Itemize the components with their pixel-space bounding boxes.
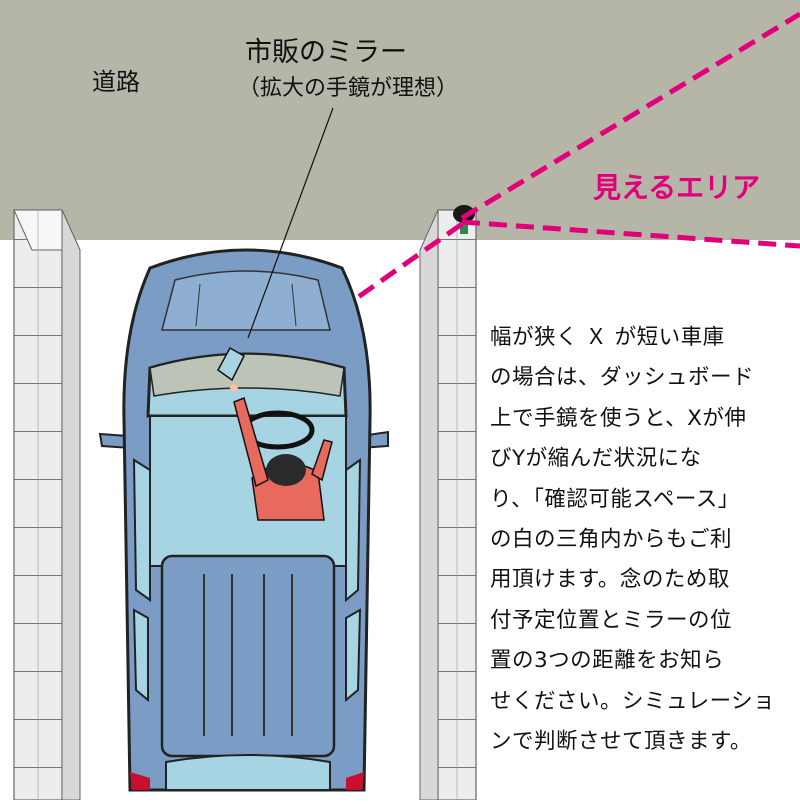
car [98, 248, 389, 792]
mirror-label: 市販のミラー [245, 37, 407, 68]
description-text: 幅が狭く Ｘ が短い車庫 の場合は、ダッシュボード 上で手鏡を使うと、Xが伸 び… [490, 318, 790, 762]
left-wall [13, 209, 81, 801]
description-line: の場合は、ダッシュボード [490, 365, 755, 391]
description-line: の白の三角内からもご利 [490, 527, 733, 553]
description-line: 幅が狭く Ｘ が短い車庫 [490, 325, 725, 350]
description-line: 用頂けます。念のため取 [490, 567, 730, 593]
hand-mirror-icon [217, 346, 245, 392]
description-line: 付予定位置とミラーの位 [490, 607, 733, 633]
mirror-sublabel: （拡大の手鏡が理想） [238, 76, 459, 101]
right-wall [419, 209, 477, 801]
visible-area-label: 見えるエリア [593, 171, 761, 204]
description-line: びYが縮んだ状況にな [490, 446, 702, 472]
description-line: り、「確認可能スペース」 [490, 486, 740, 512]
description-line: せください。シミュレーショ [490, 688, 776, 714]
road-label: 道路 [92, 68, 140, 96]
description-line: 上で手鏡を使うと、Xが伸 [490, 405, 747, 431]
road-area [0, 0, 800, 240]
mirror-leader-line [247, 107, 334, 339]
description-line: 置の3つの距離をお知ら [490, 648, 725, 674]
description-line: ンで判断させて頂きます。 [490, 729, 752, 755]
